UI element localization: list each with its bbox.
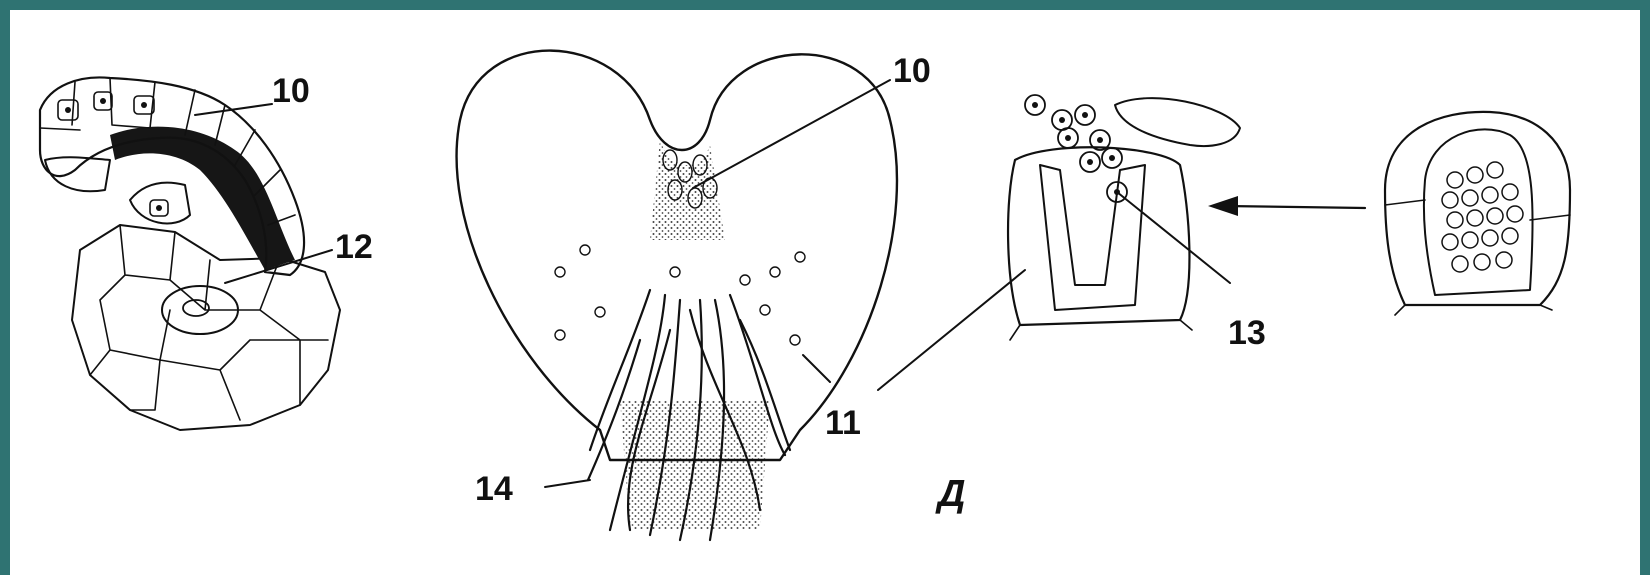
prothallus-drawing	[457, 51, 897, 540]
opened-capsule-drawing	[1008, 95, 1240, 340]
figure-letter: Д	[935, 473, 965, 515]
prothallus-figure: 10 12 10 13 11 14 Д	[10, 10, 1640, 575]
label-12: 12	[335, 228, 373, 266]
figure-frame: 10 12 10 13 11 14 Д	[10, 10, 1640, 575]
label-11: 11	[825, 404, 861, 442]
label-10-center: 10	[893, 52, 931, 90]
closed-capsule-drawing	[1385, 112, 1570, 315]
label-10-left: 10	[272, 72, 310, 110]
cell-filament-drawing	[40, 77, 340, 430]
direction-arrow	[1208, 196, 1365, 216]
label-14: 14	[475, 470, 513, 508]
label-13: 13	[1228, 314, 1266, 352]
